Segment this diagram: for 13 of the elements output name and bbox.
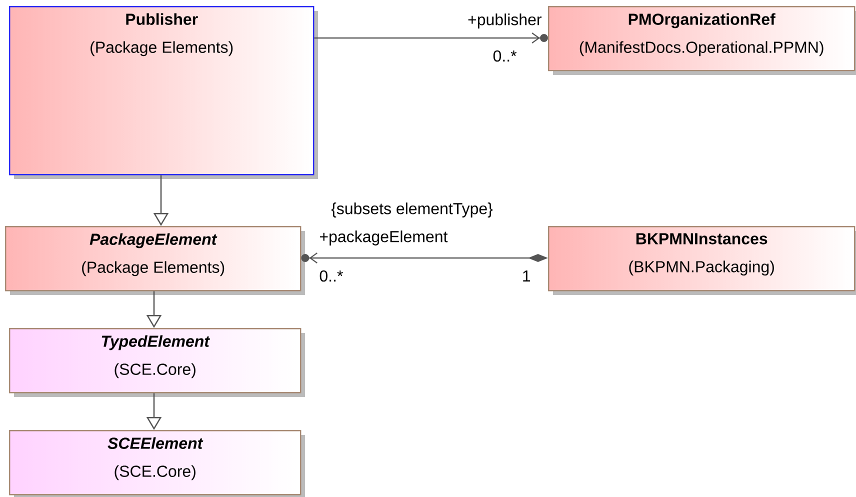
role-label: +publisher	[468, 14, 542, 28]
role-label: {subsets elementType}	[331, 202, 493, 218]
association-line	[314, 32, 548, 44]
role-label: +packageElement	[320, 230, 448, 246]
class-box: PMOrganizationRef (ManifestDocs.Operational.PPMN)	[548, 6, 856, 75]
role-label: 0..*	[320, 270, 343, 282]
class-box: TypedElement (SCE.Core)	[9, 328, 305, 397]
role-label: 1	[523, 270, 530, 282]
class-box: Publisher (Package Elements)	[9, 6, 318, 179]
class-box: SCEElement (SCE.Core)	[9, 430, 305, 497]
class-box: BKPMNInstances (BKPMN.Packaging)	[548, 226, 856, 295]
class-box: PackageElement (Package Elements)	[5, 226, 305, 295]
role-label: 0..*	[493, 50, 517, 62]
